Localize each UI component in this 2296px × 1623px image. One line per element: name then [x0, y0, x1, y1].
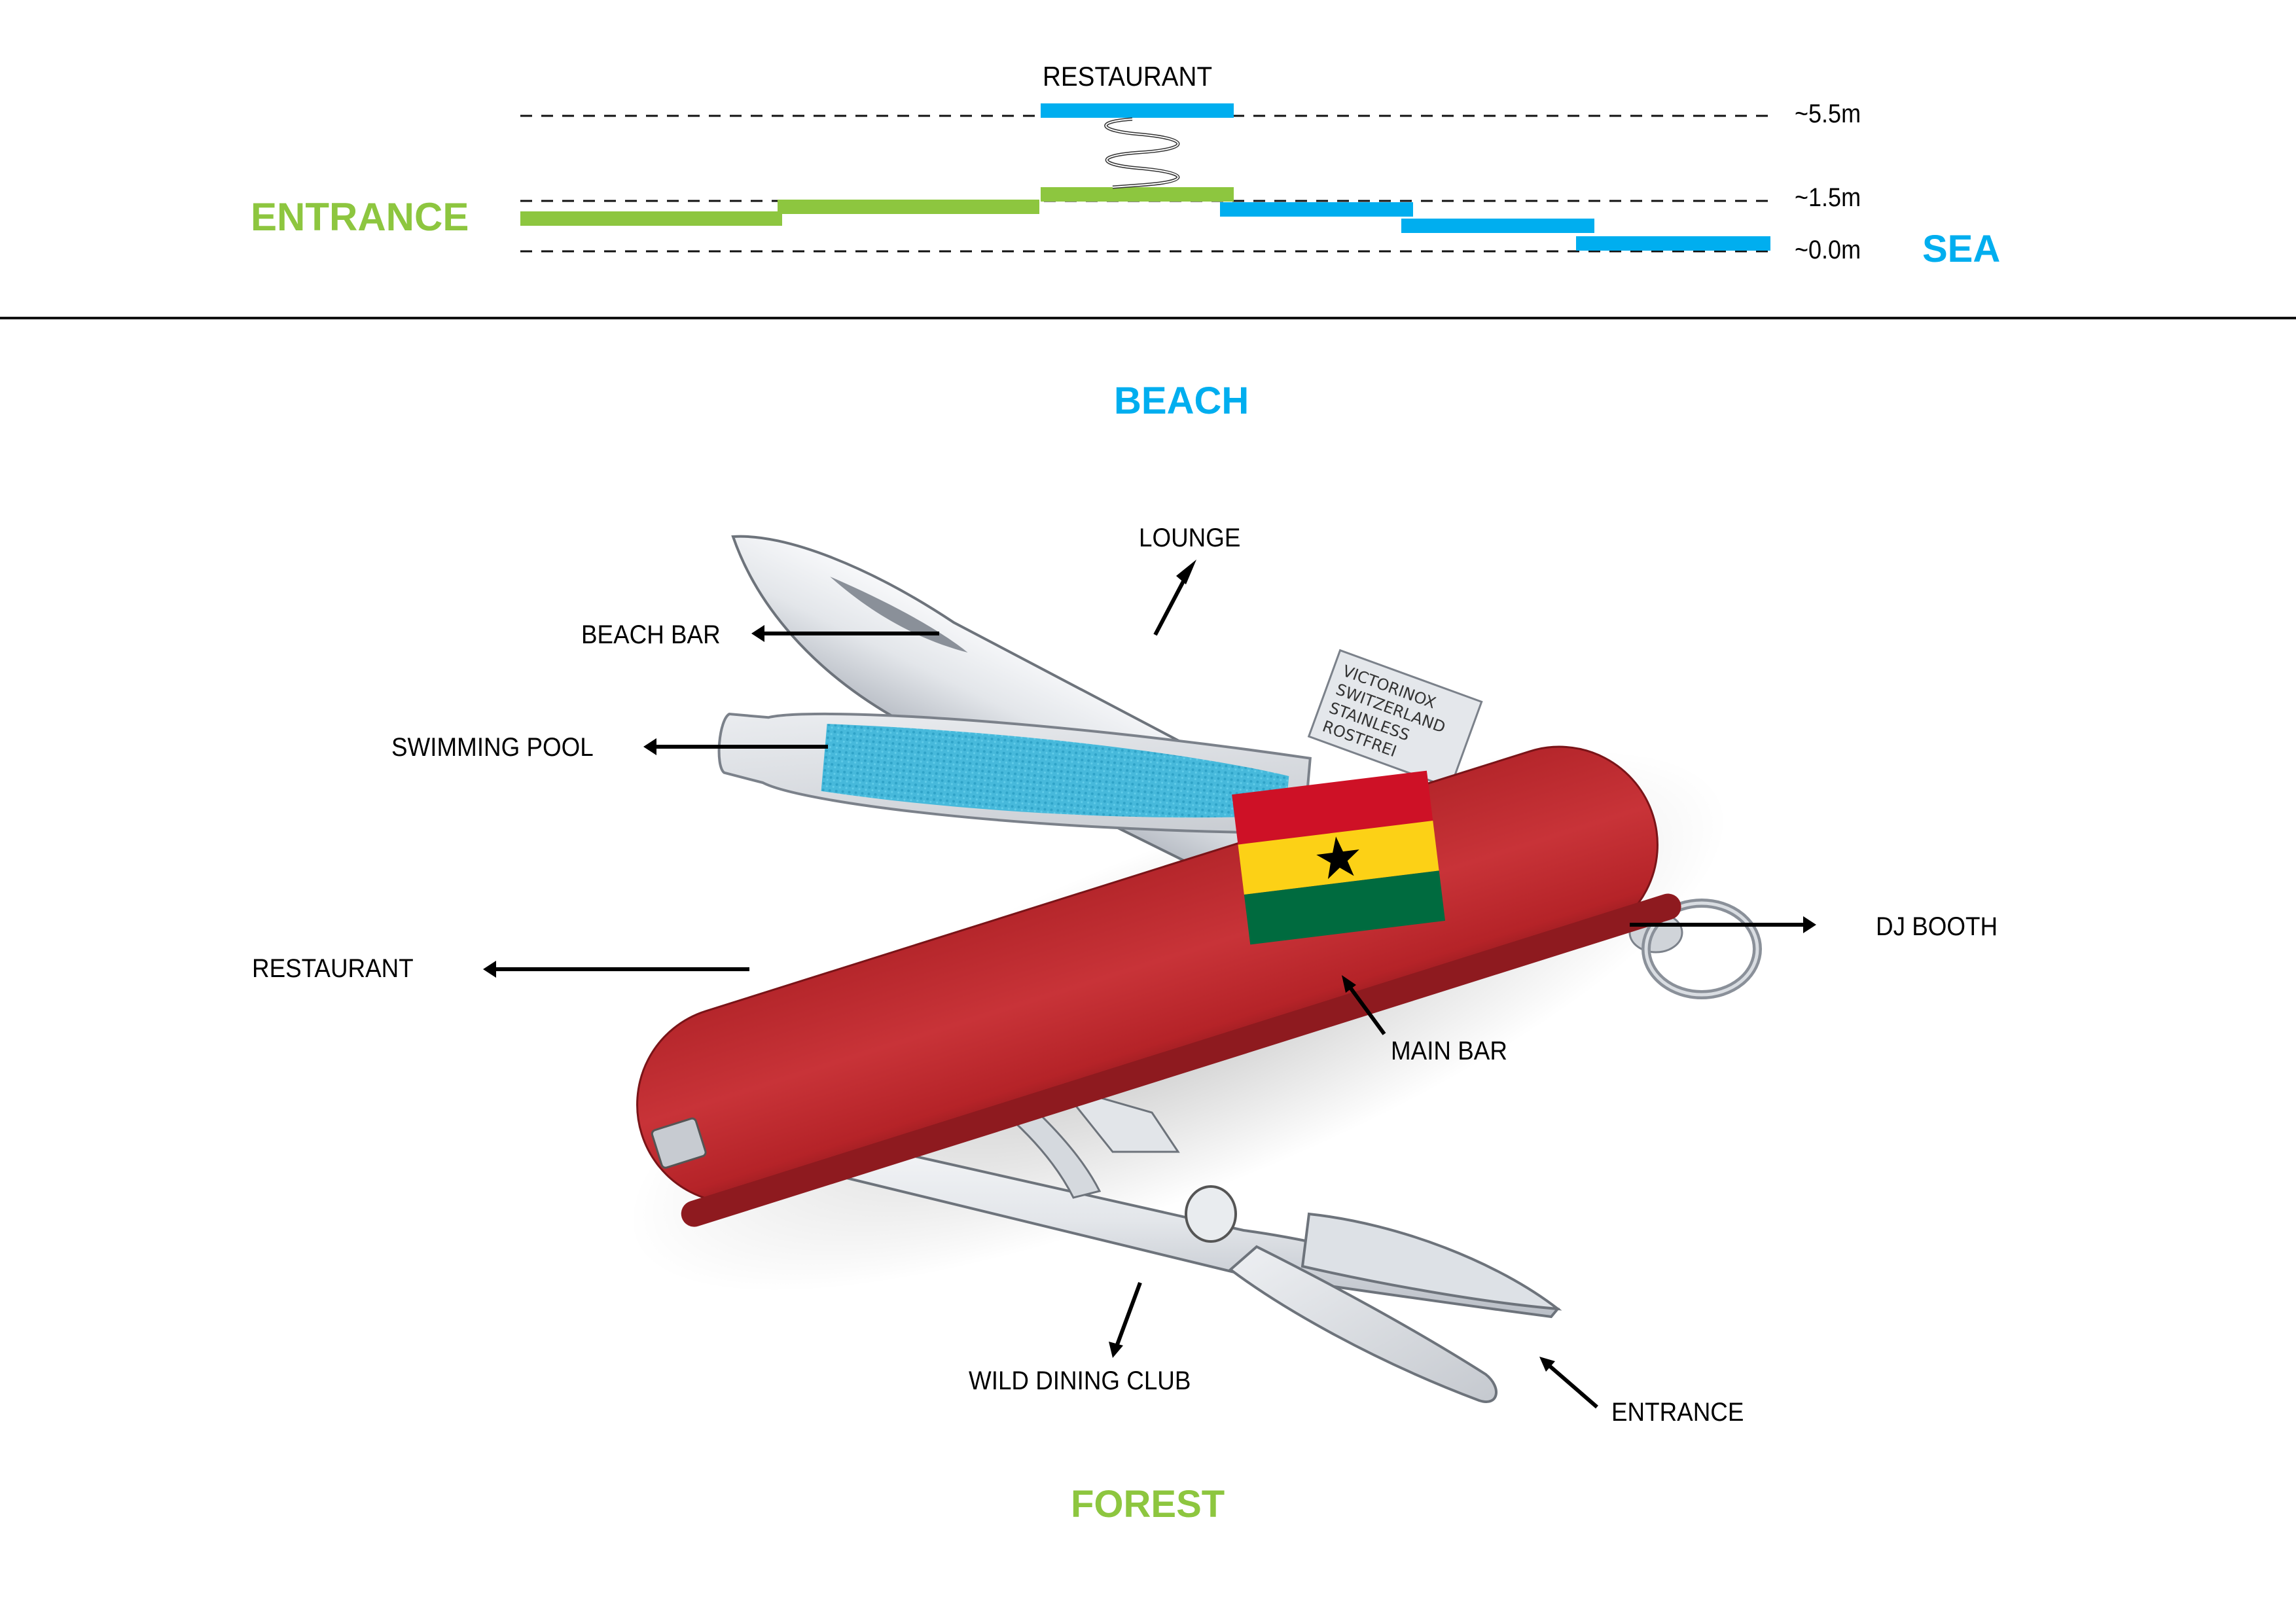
terrace-blue-3: [1576, 236, 1770, 251]
terrace-blue-1: [1220, 202, 1413, 217]
zone-entrance-label: ENTRANCE: [251, 195, 469, 239]
arrowhead-wild-dining-club: [1109, 1342, 1123, 1358]
nail-file: [717, 712, 1312, 835]
flag-star-icon: [1316, 836, 1359, 880]
terrace-blue-2: [1401, 219, 1594, 233]
arrowhead-beach-bar: [751, 625, 764, 642]
flag-stripe-green: [1244, 870, 1446, 945]
label-main-bar: MAIN BAR: [1391, 1037, 1507, 1065]
arrow-entrance: [1547, 1363, 1598, 1409]
annotation-arrows: [483, 560, 1816, 1409]
terrace-green-1: [520, 211, 782, 226]
label-dj-booth: DJ BOOTH: [1876, 912, 1998, 941]
arrow-lounge: [1153, 571, 1190, 636]
label-wild-dining-club: WILD DINING CLUB: [969, 1366, 1191, 1395]
label-restaurant: RESTAURANT: [252, 954, 414, 983]
scissors: [764, 1078, 1562, 1403]
arrowhead-main-bar: [1342, 975, 1356, 993]
blade-tang: VICTORINOX SWITZERLAND STAINLESS ROSTFRE…: [1307, 649, 1483, 789]
arrowhead-dj-booth: [1803, 916, 1816, 933]
restaurant-deck: [1041, 103, 1234, 118]
section-diagram-graphics: [520, 103, 1770, 253]
level-label-1-5m: ~1.5m: [1795, 183, 1861, 212]
zone-forest-label: FOREST: [1071, 1483, 1225, 1525]
arrowhead-entrance: [1539, 1357, 1555, 1372]
label-beach-bar: BEACH BAR: [581, 620, 721, 649]
section-restaurant-label: RESTAURANT: [1043, 61, 1213, 92]
arrow-wild-dining-club: [1114, 1281, 1142, 1349]
spring-highlight: [1105, 118, 1179, 188]
label-lounge: LOUNGE: [1139, 524, 1241, 552]
label-entrance: ENTRANCE: [1611, 1398, 1744, 1427]
body-tab: [651, 1117, 707, 1169]
arrowhead-lounge: [1176, 560, 1196, 584]
arrowhead-swimming-pool: [643, 738, 656, 755]
zone-sea-label: SEA: [1922, 228, 2001, 270]
terrace-green-3: [1041, 187, 1234, 202]
file-surface: [821, 724, 1289, 818]
level-label-5-5m: ~5.5m: [1795, 99, 1861, 128]
label-swimming-pool: SWIMMING POOL: [391, 733, 594, 762]
flag-stripe-red: [1232, 770, 1433, 845]
terrace-green-2: [778, 200, 1039, 214]
arrow-main-bar: [1346, 984, 1386, 1035]
scissors-pivot: [1185, 1185, 1237, 1243]
section-divider: [0, 317, 2296, 319]
arrowhead-restaurant: [483, 961, 496, 978]
ghana-flag: [1232, 770, 1446, 945]
zone-beach-label: BEACH: [1114, 380, 1249, 422]
level-label-0-0m: ~0.0m: [1795, 236, 1861, 264]
